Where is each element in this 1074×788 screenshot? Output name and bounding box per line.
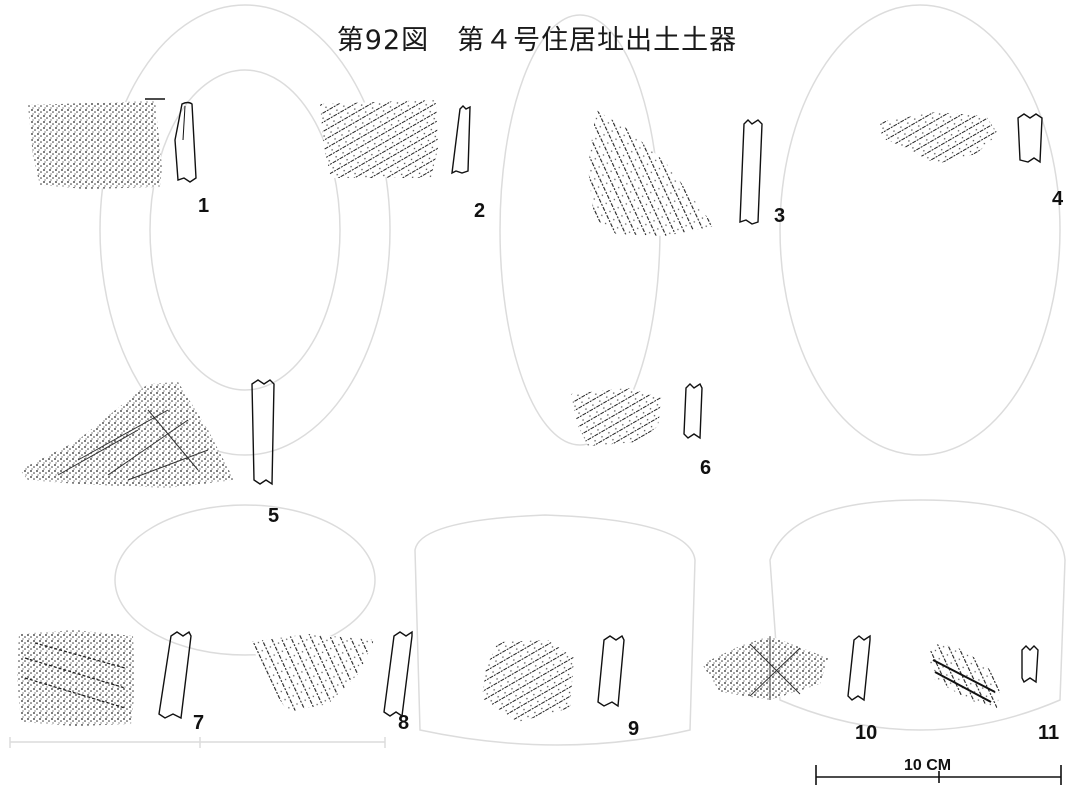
sherd-profile-5 [251,379,275,486]
sherd-rubbing-3 [588,110,714,236]
sherd-profile-8 [383,630,413,718]
sherd-profile-6 [683,382,703,440]
sherd-rubbing-7 [17,630,135,726]
sherd-number-6: 6 [700,457,712,479]
sherd-profile-2 [451,105,471,175]
sherd-profile-4 [1017,113,1043,164]
sherd-number-4: 4 [1052,188,1064,210]
sherd-rubbing-2 [320,100,438,178]
sherd-rubbing-10 [702,636,828,700]
sherd-number-3: 3 [774,205,786,227]
sherd-rubbing-4 [880,112,998,164]
sherd-number-11: 11 [1038,722,1060,744]
sherd-number-7: 7 [193,712,205,734]
sherd-rubbing-9 [482,640,574,722]
sherd-number-8: 8 [398,712,410,734]
sherd-number-5: 5 [268,505,280,527]
sherd-rubbing-1 [28,98,165,189]
sherd-number-9: 9 [628,718,640,740]
sherd-rubbing-6 [571,388,662,446]
sherd-profile-3 [739,119,763,225]
scale-bar-label: 10 CM [904,757,952,774]
figure-title: 第92図 第４号住居址出土土器 [336,25,738,56]
sherd-number-2: 2 [474,200,486,222]
sherd-profile-1 [174,101,197,183]
sherd-profile-11 [1021,645,1039,684]
sherd-profile-10 [847,634,871,702]
sherd-rubbing-11 [927,644,1001,708]
sherd-profile-9 [597,634,625,708]
sherd-rubbing-5 [20,382,234,488]
sherd-profile-7 [158,630,192,720]
scale-bar [815,765,1062,785]
sherd-number-1: 1 [198,195,210,217]
sherd-rubbing-8 [250,634,374,712]
sherd-number-10: 10 [855,722,878,744]
